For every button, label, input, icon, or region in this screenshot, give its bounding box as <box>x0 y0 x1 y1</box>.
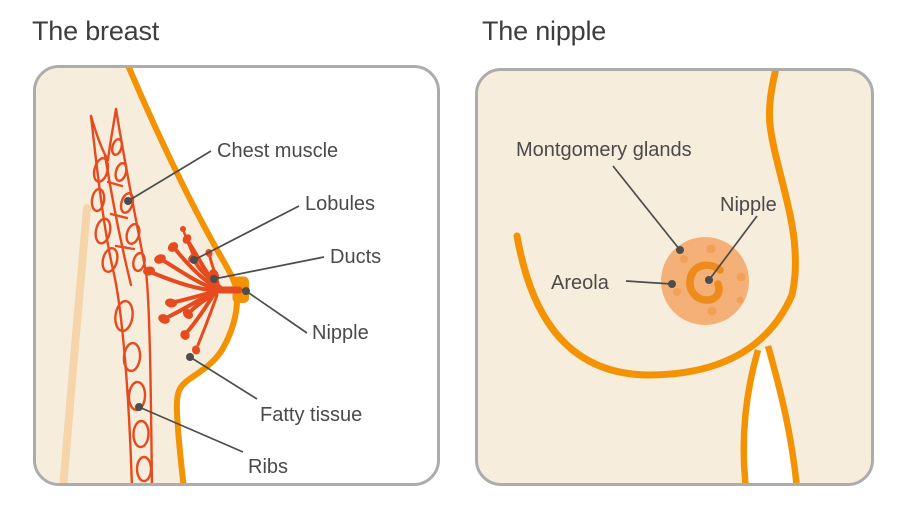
breast-section-title: The breast <box>32 16 160 46</box>
leader-line <box>189 356 258 400</box>
leader-dot <box>124 197 132 205</box>
label-nipple-front: Nipple <box>720 194 777 216</box>
label-fatty-tissue: Fatty tissue <box>260 404 362 426</box>
leader-dot <box>668 280 676 288</box>
label-ducts: Ducts <box>330 246 381 268</box>
leader-line <box>127 150 212 202</box>
leader-line <box>625 280 673 285</box>
ribs-drawing <box>114 299 153 483</box>
montgomery-gland-dots <box>673 244 746 316</box>
areola-shape <box>661 237 749 325</box>
leader-dot <box>186 353 194 361</box>
label-chest-muscle: Chest muscle <box>217 140 338 162</box>
breast-contour <box>513 71 799 379</box>
leader-line <box>612 165 681 251</box>
label-areola: Areola <box>551 272 610 294</box>
breast-diagram: Chest muscle Lobules Ducts Nipple Fatty … <box>36 68 381 483</box>
leader-dot <box>210 275 218 283</box>
breast-panel: Chest muscle Lobules Ducts Nipple Fatty … <box>33 65 440 486</box>
leader-lines <box>612 165 758 288</box>
ducts-drawing <box>143 226 243 355</box>
leader-line <box>245 290 308 334</box>
nipple-section-title: The nipple <box>482 16 607 46</box>
nipple-panel: Montgomery glands Nipple Areola <box>475 68 874 486</box>
leader-lines <box>124 150 325 453</box>
label-montgomery-glands: Montgomery glands <box>516 139 692 161</box>
leader-dot <box>242 287 250 295</box>
leader-dot <box>705 276 713 284</box>
skin-outline <box>125 68 241 483</box>
nipple-diagram: Montgomery glands Nipple Areola <box>513 71 800 483</box>
label-lobules: Lobules <box>305 193 375 215</box>
leader-line <box>708 215 758 281</box>
leader-line <box>138 406 244 453</box>
leader-dot <box>190 256 198 264</box>
leader-dot <box>135 403 143 411</box>
nipple-swirl <box>686 261 724 304</box>
leader-line <box>213 256 325 280</box>
label-ribs: Ribs <box>248 456 288 478</box>
arm-line <box>59 204 91 483</box>
leader-dot <box>676 246 684 254</box>
leader-line <box>193 205 300 261</box>
body-arm-gap <box>746 348 795 483</box>
arm-edge-line <box>764 345 800 483</box>
label-nipple-side: Nipple <box>312 322 369 344</box>
torso-line <box>740 349 762 483</box>
